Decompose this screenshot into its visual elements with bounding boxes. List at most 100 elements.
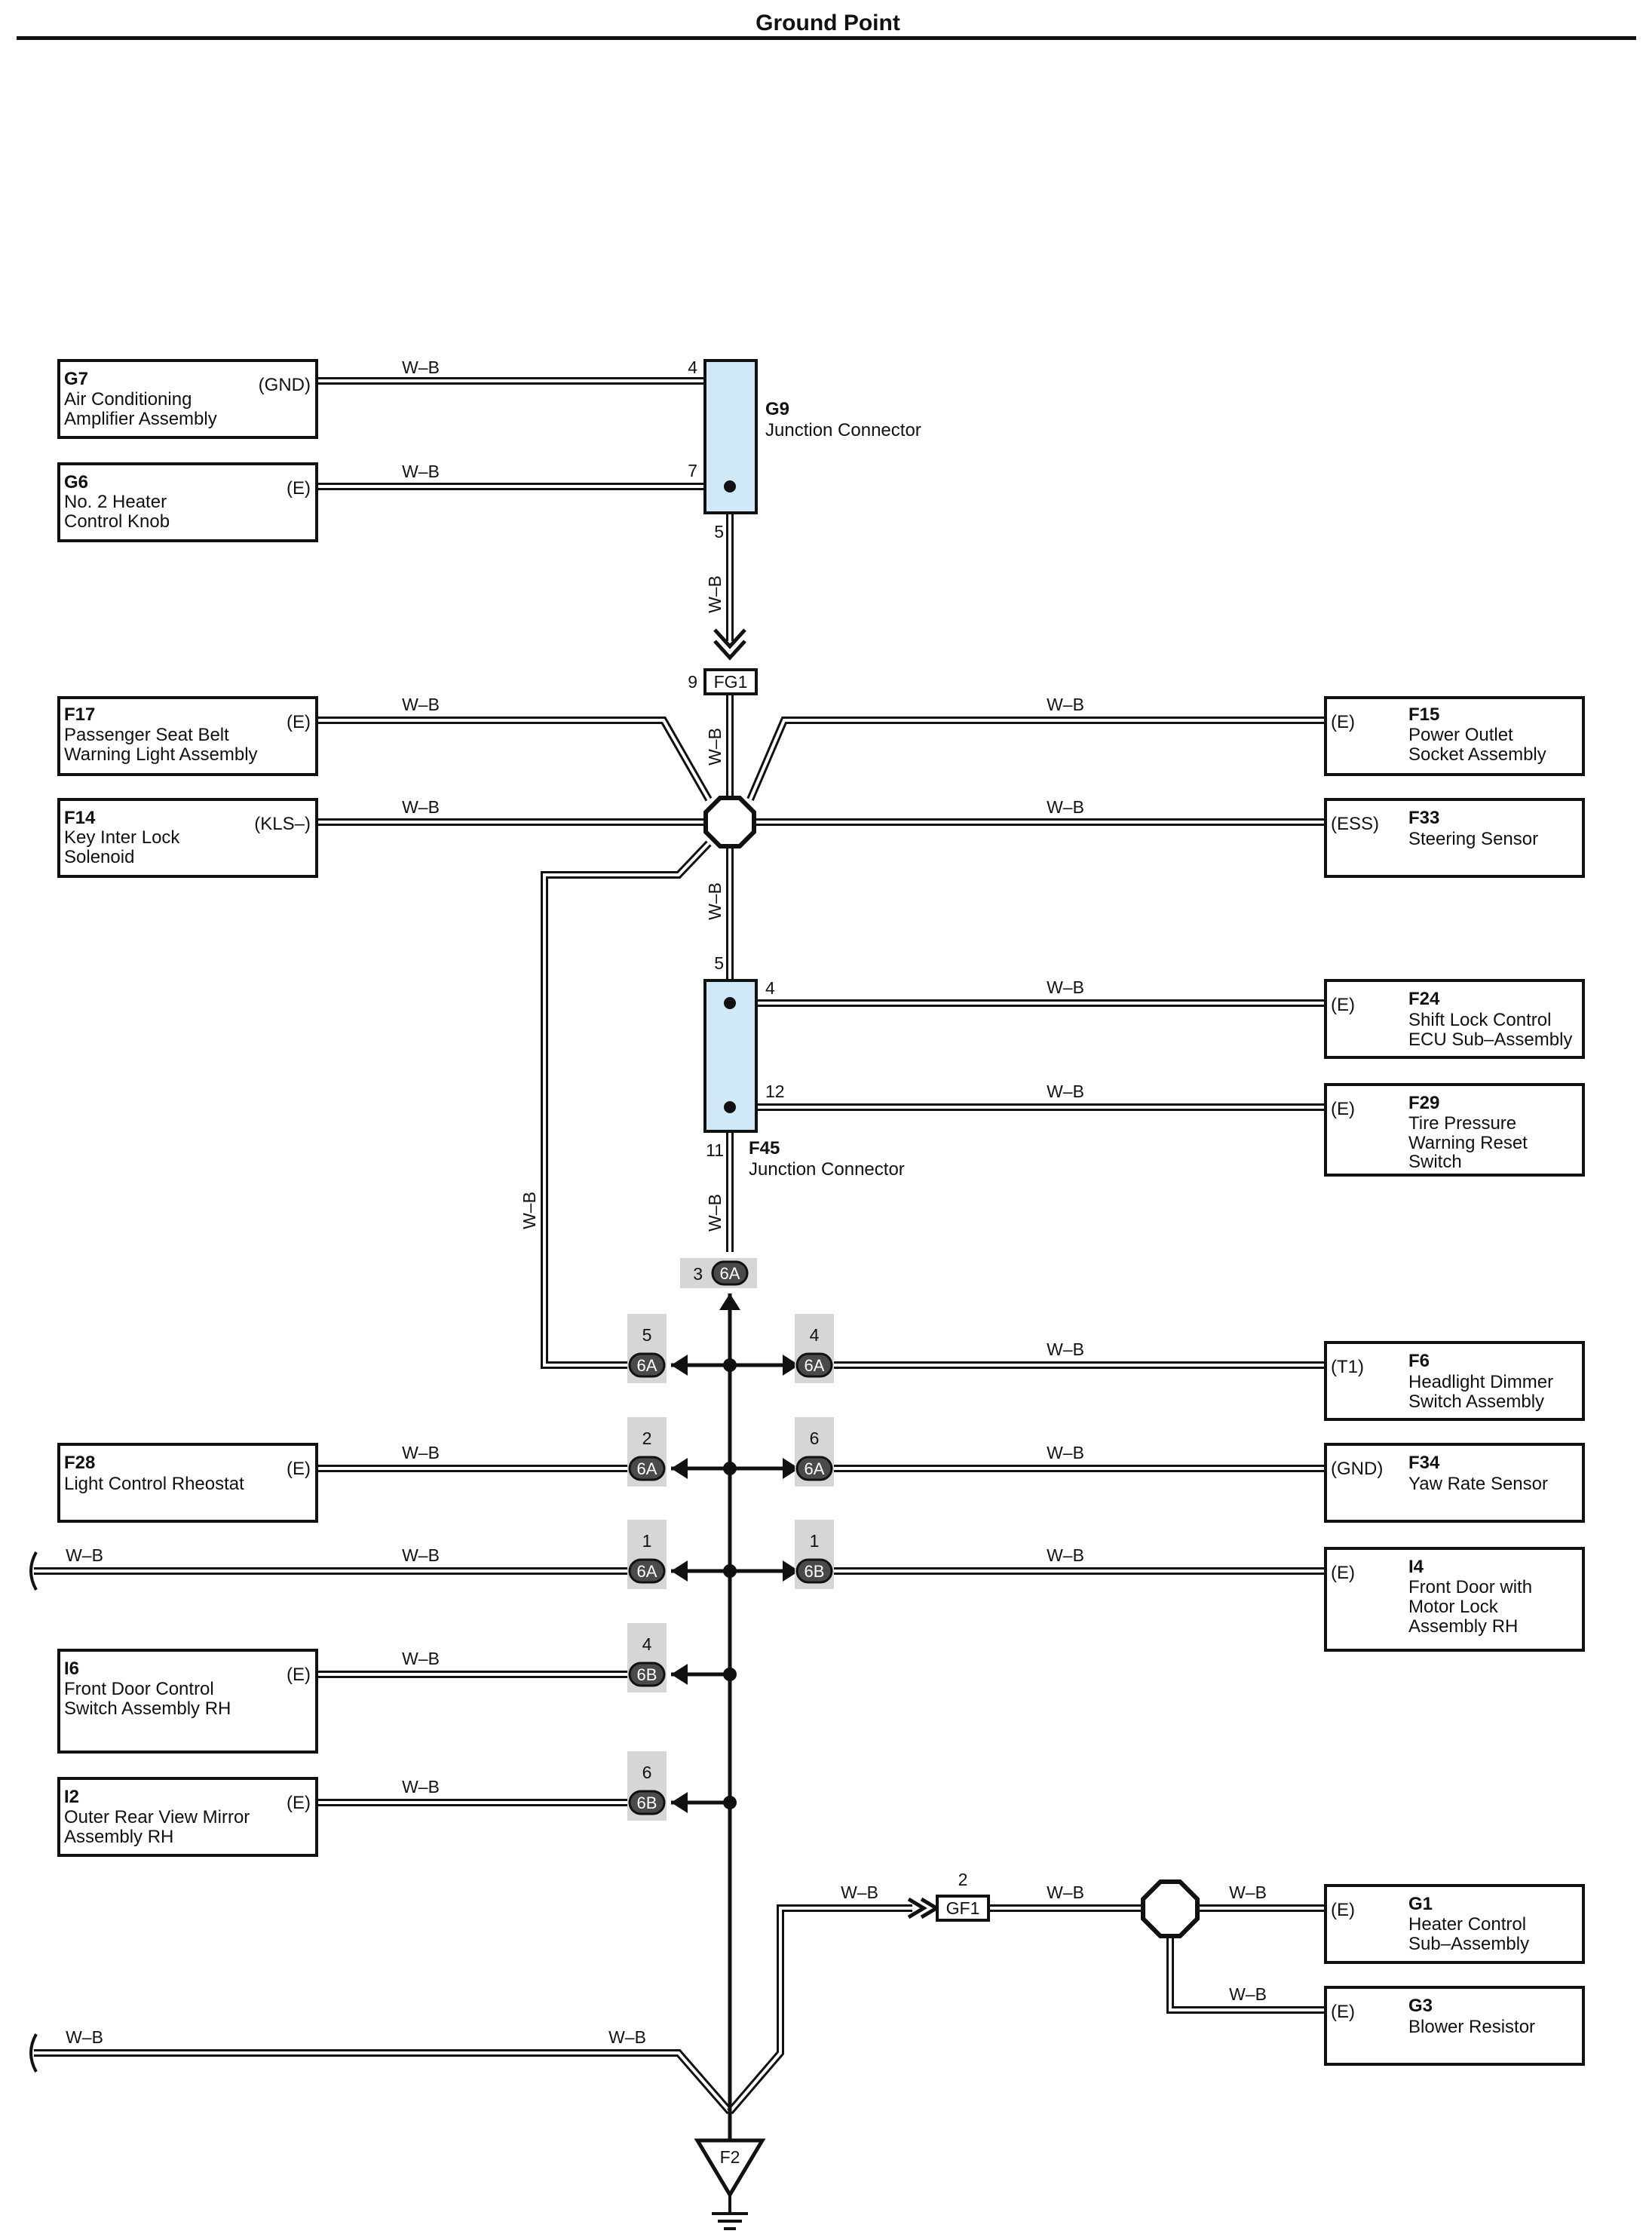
bus-branches [671,1363,799,1805]
svg-text:F24: F24 [1408,989,1440,1009]
svg-text:3: 3 [693,1264,703,1284]
wire-break-marks [29,1551,38,2073]
wire-label: W–B [402,1649,440,1668]
wires [34,377,1326,2115]
svg-text:Sub–Assembly: Sub–Assembly [1408,1934,1529,1954]
svg-text:Assembly RH: Assembly RH [64,1827,173,1847]
svg-text:G6: G6 [64,472,88,492]
svg-text:9: 9 [688,672,697,692]
wire-label: W–B [402,695,440,714]
wire-label: W–B [1047,1443,1084,1462]
junction-f45: 5 4 12 11 F45 Junction Connector [703,953,905,1180]
component-i6: I6 Front Door Control Switch Assembly RH… [57,1649,318,1754]
component-f34: F34 Yaw Rate Sensor (GND) [1324,1443,1585,1523]
svg-text:F29: F29 [1408,1093,1439,1113]
terminal-label: (E) [1331,712,1355,732]
svg-text:4: 4 [765,978,775,998]
wire-label: W–B [1047,1082,1084,1101]
terminal-label: (T1) [1331,1357,1364,1377]
svg-text:GF1: GF1 [946,1898,980,1918]
bus-arrows [671,1293,799,1813]
svg-text:6B: 6B [805,1562,825,1581]
terminal-label: (E) [1331,1563,1355,1583]
wire-f17-splice [317,716,713,802]
terminal-label: (ESS) [1331,814,1379,834]
svg-text:6B: 6B [637,1794,657,1812]
svg-text:Warning Reset: Warning Reset [1408,1133,1528,1153]
wire-label: W–B [402,462,440,481]
component-g1: G1 Heater Control Sub–Assembly (E) [1324,1884,1585,1964]
splice-point-main [703,796,756,848]
svg-text:Steering Sensor: Steering Sensor [1408,829,1538,849]
wire-label: W–B [608,2027,646,2047]
svg-text:6A: 6A [720,1264,740,1283]
wire-label: W–B [402,797,440,817]
svg-text:Amplifier Assembly: Amplifier Assembly [64,409,217,429]
terminal-label: (E) [287,1459,311,1479]
svg-text:5: 5 [642,1325,652,1345]
connector-row4-left: 6B 4 [627,1623,667,1692]
svg-text:5: 5 [714,522,724,542]
svg-text:6A: 6A [805,1459,825,1478]
component-f33: F33 Steering Sensor (ESS) [1324,798,1585,878]
bus-dots [723,1358,737,1809]
connector-row3-left: 6A 1 [627,1520,667,1589]
svg-text:Front Door with: Front Door with [1408,1577,1532,1597]
connector-row3-right: 6B 1 [795,1520,834,1589]
terminal-label: (E) [287,1793,311,1813]
component-f29: F29 Tire Pressure Warning Reset Switch (… [1324,1083,1585,1177]
svg-text:Warning Light Assembly: Warning Light Assembly [64,744,258,765]
svg-text:2: 2 [642,1428,652,1448]
terminal-label: (GND) [259,375,311,395]
wire-label: W–B [402,357,440,377]
svg-text:6A: 6A [637,1562,657,1581]
terminal-label: (E) [1331,2002,1355,2022]
wire-label: W–B [402,1443,440,1462]
wire-bottom-left-ground [34,2049,733,2115]
ground-f2: F2 [694,2112,766,2230]
svg-text:11: 11 [706,1140,724,1160]
wire-label: W–B [841,1883,878,1902]
junction-g9: 4 7 5 G9 Junction Connector [688,357,921,542]
wire-label: W–B [66,2027,103,2047]
svg-text:7: 7 [688,461,697,480]
svg-text:Switch Assembly: Switch Assembly [1408,1392,1544,1412]
svg-text:F34: F34 [1408,1453,1440,1473]
svg-text:F28: F28 [64,1453,95,1473]
svg-text:2: 2 [958,1870,968,1889]
component-f17: F17 Passenger Seat Belt Warning Light As… [57,696,318,776]
svg-text:F17: F17 [64,704,95,725]
svg-text:FG1: FG1 [714,672,748,692]
wire-label: W–B [1047,1545,1084,1565]
svg-text:6: 6 [810,1428,820,1448]
svg-text:Passenger Seat Belt: Passenger Seat Belt [64,725,229,745]
wire-g7-g9 [317,377,734,486]
component-f15: F15 Power Outlet Socket Assembly (E) [1324,696,1585,776]
wire-f15-splice [746,716,1326,801]
svg-text:Switch Assembly RH: Switch Assembly RH [64,1698,231,1719]
terminal-label: (E) [1331,1900,1355,1920]
svg-text:Solenoid: Solenoid [64,847,134,867]
wire-label: W–B [402,1777,440,1797]
wire-label: W–B [705,1194,725,1232]
title-rule [17,36,1636,40]
wire-label: W–B [66,1545,103,1565]
connector-row1-left: 6A 5 [627,1314,667,1383]
connector-6a-top: 6A 3 [680,1258,757,1288]
component-f14: F14 Key Inter Lock Solenoid (KLS–) [57,798,318,878]
terminal-label: (E) [287,1665,311,1685]
svg-text:Switch: Switch [1408,1152,1462,1172]
terminal-label: (E) [287,712,311,732]
svg-text:1: 1 [642,1531,652,1551]
svg-text:I4: I4 [1408,1557,1424,1577]
svg-text:Heater Control: Heater Control [1408,1914,1526,1935]
terminal-label: (E) [1331,995,1355,1015]
svg-text:Control Knob: Control Knob [64,511,170,532]
component-g6: G6 No. 2 Heater Control Knob (E) [57,462,318,542]
connector-gf1: GF1 2 [907,1870,990,1922]
wire-label: W–B [705,728,725,766]
svg-text:G9: G9 [765,399,789,419]
wire-label: W–B [1047,797,1084,817]
svg-text:6: 6 [642,1763,652,1782]
svg-text:F14: F14 [64,808,96,828]
